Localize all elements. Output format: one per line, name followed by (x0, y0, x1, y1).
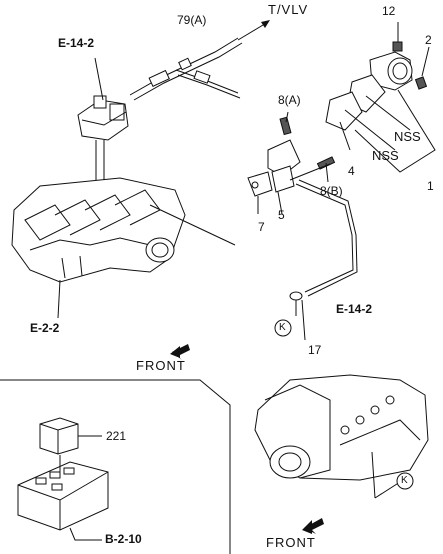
ref-e22-label: E-2-2 (30, 321, 60, 335)
arrow-icon (237, 20, 270, 41)
fuse-relay-box (17, 455, 109, 541)
relay (39, 417, 102, 455)
part-4-label: 4 (348, 164, 355, 178)
arrow-icon (170, 344, 190, 360)
vacuum-pipe (289, 179, 358, 341)
part-1-label: 1 (427, 179, 434, 193)
part-7-label: 7 (258, 220, 265, 234)
solenoid-valve (77, 57, 129, 215)
part-221-label: 221 (106, 429, 127, 443)
engine-block (254, 374, 429, 499)
part-2-label: 2 (425, 33, 432, 47)
ref-e142-bottom-label: E-14-2 (336, 302, 373, 316)
part-79a-label: 79(A) (177, 13, 207, 27)
connector-k-bottom-label: K (401, 475, 408, 486)
circle-k-icon (396, 472, 414, 490)
nss-label-2: NSS (372, 148, 399, 163)
inset-frame (0, 379, 231, 554)
front-label-bottom: FRONT (266, 535, 316, 550)
front-label-top: FRONT (136, 358, 186, 373)
vsv-assembly (247, 22, 436, 215)
part-17-label: 17 (308, 343, 322, 357)
nss-label-1: NSS (394, 129, 421, 144)
connector-k-top-label: K (279, 322, 286, 333)
part-8a-label: 8(A) (278, 93, 301, 107)
part-5-label: 5 (278, 208, 285, 222)
part-8b-label: 8(B) (320, 184, 343, 198)
to-thermo-valve-label: T/VLV (268, 2, 309, 17)
circle-k-icon (274, 319, 292, 337)
part-12-label: 12 (382, 4, 396, 18)
ref-e142-top-label: E-14-2 (58, 36, 95, 50)
intake-manifold (11, 177, 236, 319)
arrow-icon (302, 518, 324, 534)
vacuum-hose (129, 37, 243, 101)
ref-b210-label: B-2-10 (105, 532, 142, 546)
